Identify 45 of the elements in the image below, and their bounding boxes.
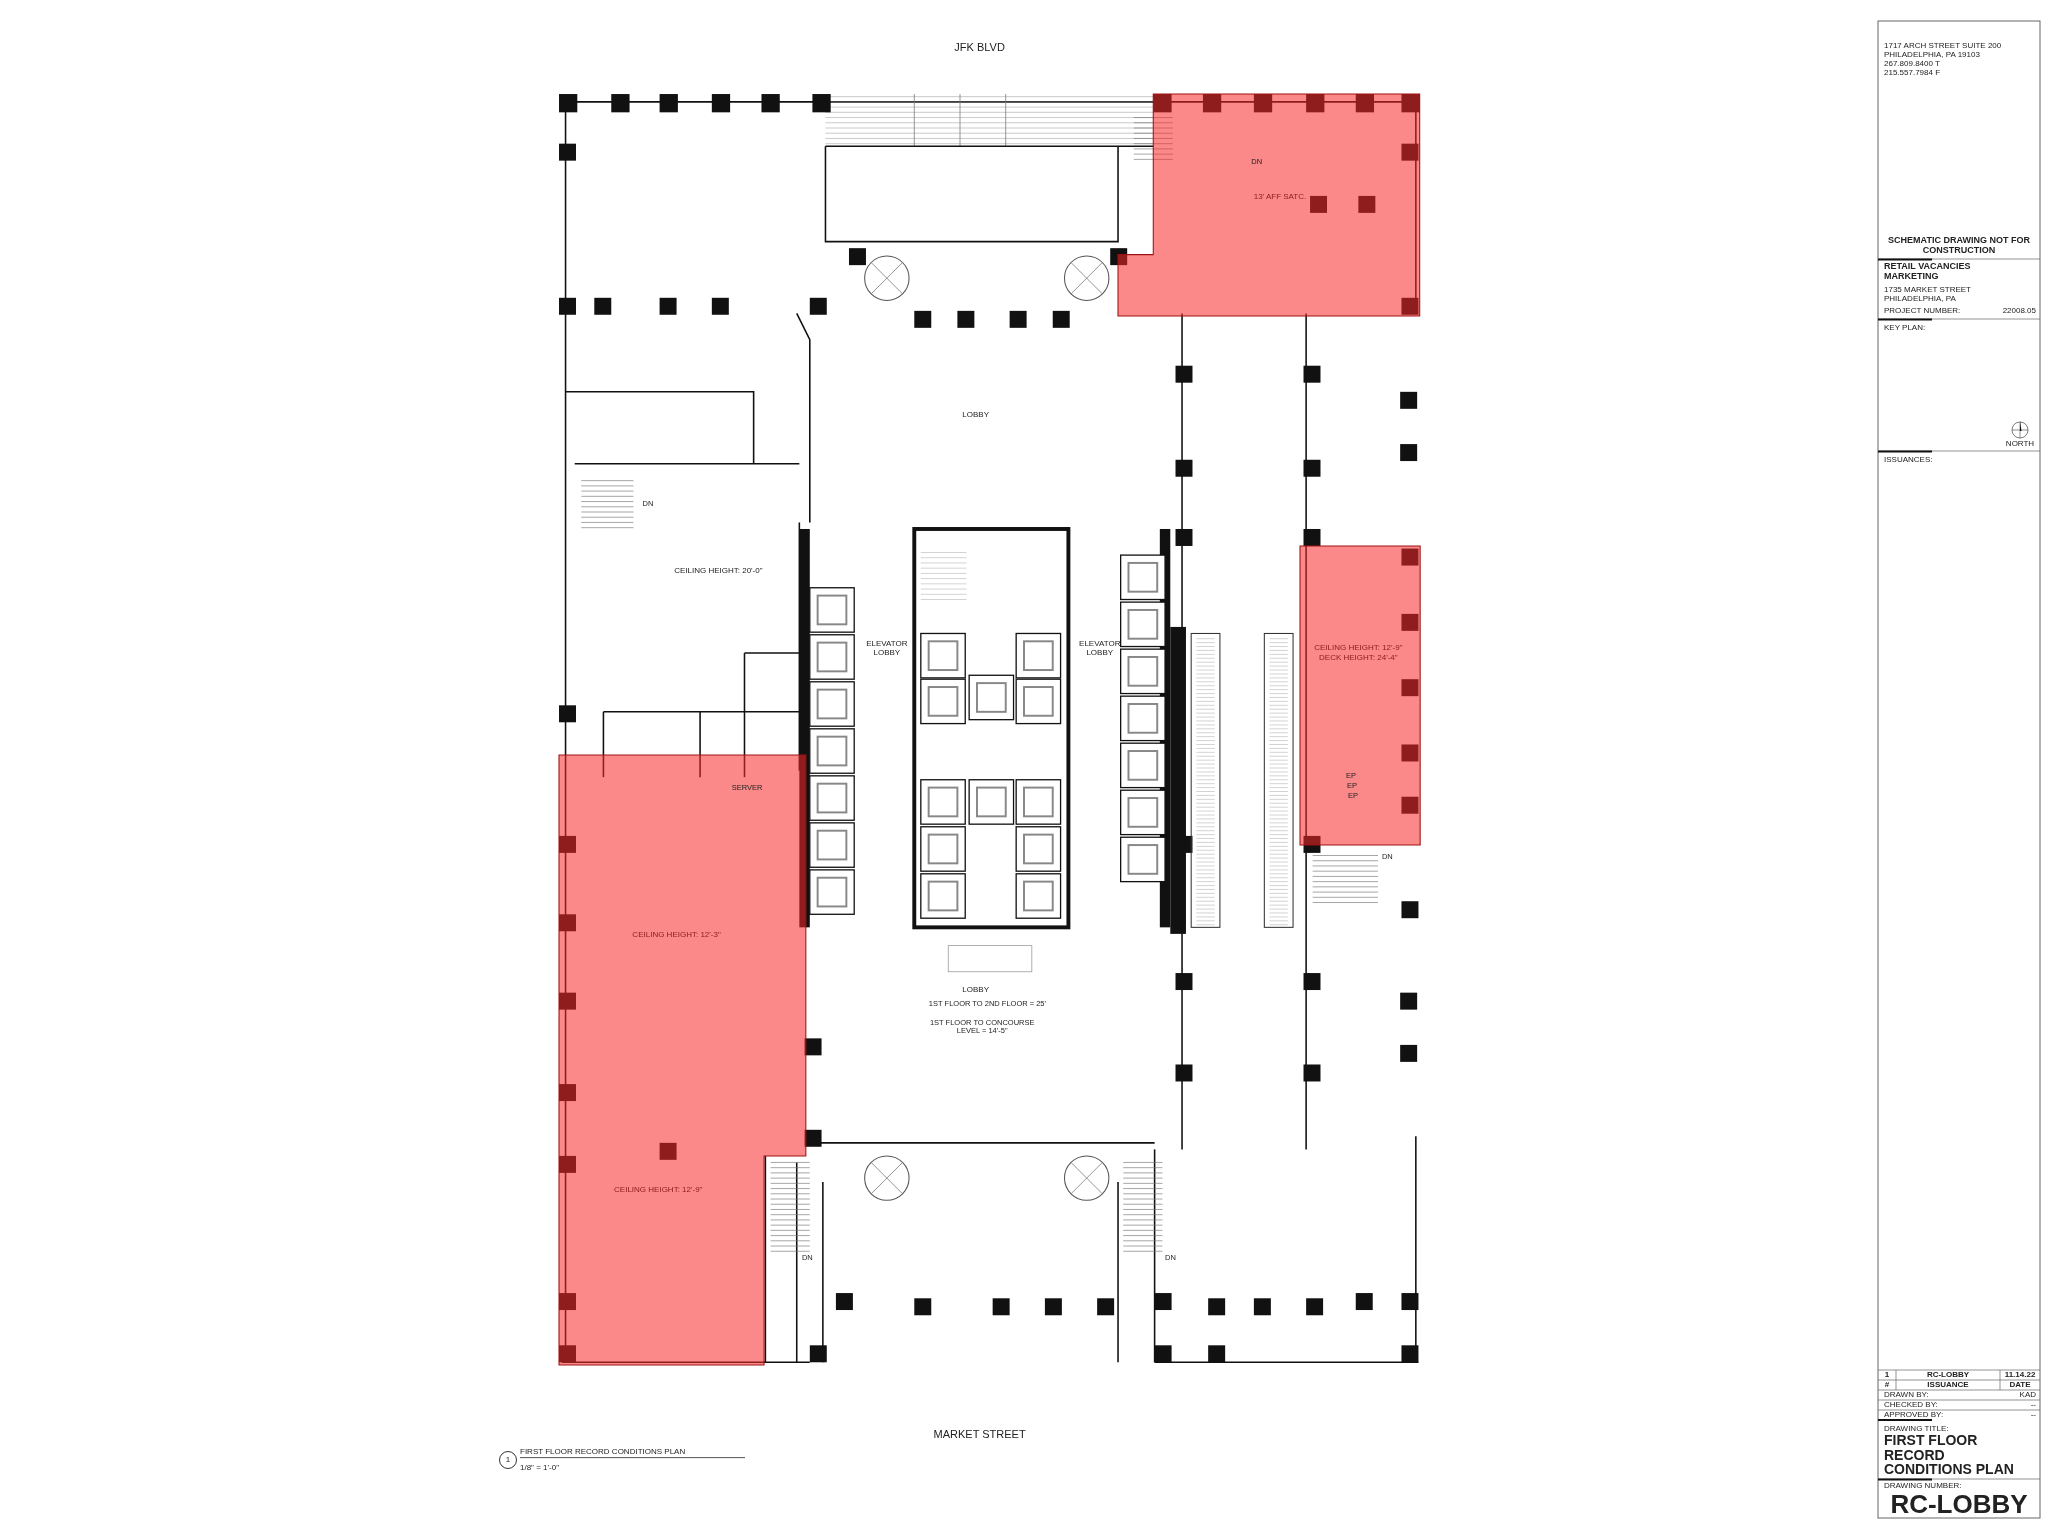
address-line: PHILADELPHIA, PA 19103 (1884, 50, 1980, 60)
field-value: -- (2030, 1410, 2036, 1420)
field-label: PROJECT NUMBER: (1884, 306, 1961, 316)
address-line: PHILADELPHIA, PA (1884, 294, 1956, 304)
field-value: -- (2030, 1400, 2036, 1410)
address-line: 267.809.8400 T (1884, 59, 1940, 69)
drawing-title: FIRST FLOOR RECORD CONDITIONS PLAN (1884, 1432, 2015, 1478)
field-label: CHECKED BY: (1884, 1400, 1938, 1410)
table-cell: ISSUANCE (1927, 1380, 1969, 1390)
table-cell: # (1884, 1380, 1890, 1390)
project-name: RETAIL VACANCIES MARKETING (1884, 262, 1972, 282)
field-label: ISSUANCES: (1884, 455, 1933, 465)
retail-space (1118, 94, 1420, 317)
table-cell: DATE (2009, 1380, 2031, 1390)
table-cell: 11.14.22 (2004, 1370, 2036, 1380)
field-label: DRAWING NUMBER: (1884, 1481, 1962, 1491)
ceiling-height-note: DECK HEIGHT: 24'-4" (1319, 652, 1398, 662)
ceiling-height-note: CEILING HEIGHT: 12'-9" (614, 1184, 703, 1194)
drawing-caption: FIRST FLOOR RECORD CONDITIONS PLAN (520, 1448, 746, 1458)
ceiling-height-note: CEILING HEIGHT: 12'-3" (632, 929, 721, 939)
field-label: KEY PLAN: (1884, 323, 1926, 333)
room-label: LOBBY (962, 410, 989, 420)
room-label: LOBBY (962, 985, 989, 995)
ceiling-height-note: 13' AFF SATC. (1253, 191, 1307, 201)
field-label: DRAWING TITLE: (1884, 1424, 1949, 1434)
ceiling-height-note: CEILING HEIGHT: 20'-0" (674, 566, 763, 576)
address-line: 215.557.7984 F (1884, 68, 1941, 78)
table-cell: RC-LOBBY (1926, 1370, 1970, 1380)
street-name: JFK BLVD (954, 40, 1005, 54)
field-label: DRAWN BY: (1884, 1390, 1929, 1400)
field-label: APPROVED BY: (1884, 1410, 1944, 1420)
address-line: 1735 MARKET STREET (1884, 285, 1971, 295)
scale-note: 1/8" = 1'-0" (520, 1463, 559, 1473)
room-label: ELEVATOR LOBBY (865, 640, 909, 658)
retail-space (1299, 545, 1420, 846)
field-value: 22008.05 (2002, 306, 2036, 316)
north-label: NORTH (2005, 439, 2035, 449)
field-value: KAD (2019, 1390, 2036, 1400)
drawing-number: RC-LOBBY (1890, 1489, 2028, 1519)
table-cell: 1 (1884, 1370, 1890, 1380)
room-label: ELEVATOR LOBBY (1078, 640, 1122, 658)
street-name: MARKET STREET (933, 1428, 1026, 1441)
disclaimer-text: SCHEMATIC DRAWING NOT FOR CONSTRUCTION (1887, 236, 2031, 256)
address-line: 1717 ARCH STREET SUITE 200 (1884, 41, 2002, 51)
ceiling-height-note: CEILING HEIGHT: 12'-9" (1314, 642, 1403, 651)
